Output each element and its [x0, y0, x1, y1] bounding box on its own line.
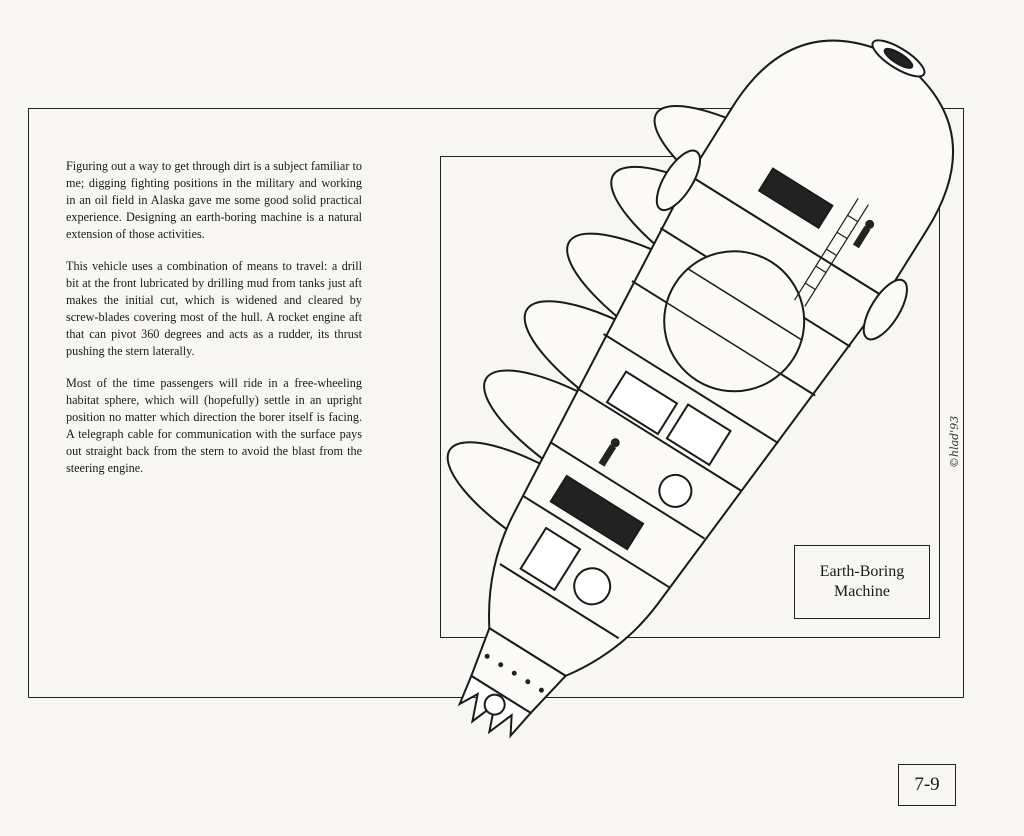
main-hull: [488, 174, 887, 677]
title-line-1: Earth-Boring: [819, 563, 905, 580]
title-line-2: Machine: [834, 583, 890, 600]
habitat-sphere: [663, 250, 806, 393]
title-box: Earth-Boring Machine: [794, 545, 930, 619]
artist-signature: ©hlad'93: [948, 415, 961, 468]
paragraph-1: Figuring out a way to get through dirt i…: [66, 159, 362, 241]
description-text: Figuring out a way to get through dirt i…: [66, 158, 362, 492]
paragraph-3: Most of the time passengers will ride in…: [66, 376, 362, 475]
page-number: 7-9: [898, 764, 956, 806]
paragraph-2: This vehicle uses a combination of means…: [66, 259, 362, 358]
